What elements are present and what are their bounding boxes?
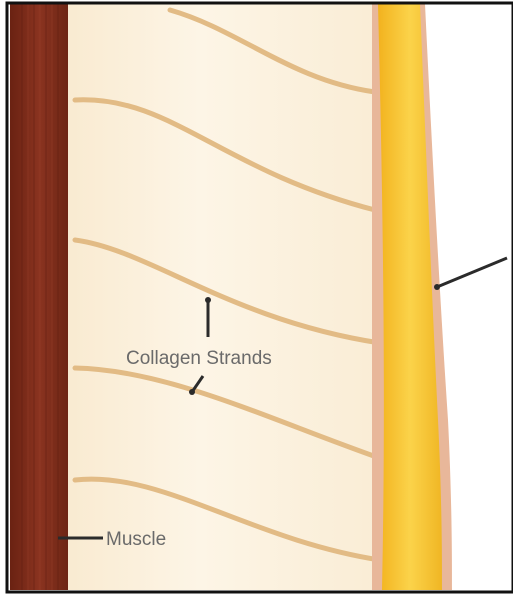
collagen-strands-label: Collagen Strands [126, 348, 272, 369]
muscle-label: Muscle [106, 529, 166, 550]
muscle-layer [10, 4, 68, 590]
